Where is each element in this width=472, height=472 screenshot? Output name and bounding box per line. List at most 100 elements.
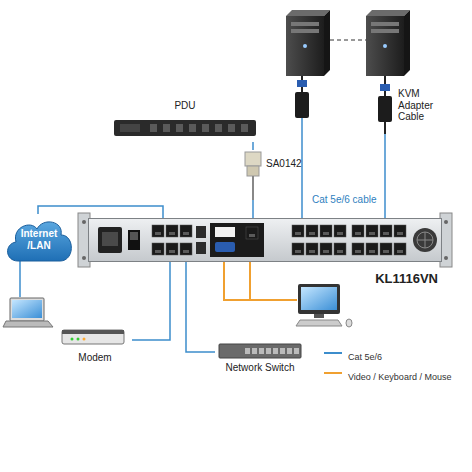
- rack-art-part: [183, 232, 189, 235]
- console-monitor-part: [298, 284, 340, 314]
- computer-tower-part: [366, 10, 410, 16]
- rack-art-part: [366, 243, 378, 255]
- switch-art-part: [259, 348, 264, 354]
- pdu-art-part: [189, 124, 196, 132]
- laptop-icon-part: [10, 298, 44, 321]
- adapter-art-part: [252, 176, 254, 200]
- rack-ear-part: [444, 256, 448, 260]
- console-monitor-part: [314, 314, 324, 318]
- dashed-link: [330, 40, 366, 41]
- rack-art-part: [166, 225, 178, 237]
- legend-line: [324, 352, 342, 354]
- rack-art-part: [366, 225, 378, 237]
- rack-art-part: [155, 250, 161, 253]
- rack-art-part: [334, 243, 346, 255]
- kvm-art-part: [380, 84, 390, 91]
- rack-art-part: [183, 250, 189, 253]
- switch-art-part: [245, 348, 250, 354]
- pdu-art-part: [114, 120, 256, 136]
- laptop-icon-part: [12, 300, 42, 318]
- rack-art-part: [292, 225, 304, 237]
- rack-art-part: [383, 232, 389, 235]
- modem-art-part: [77, 338, 80, 341]
- computer-tower: [286, 10, 330, 76]
- device-label: KVM Adapter Cable: [398, 88, 444, 123]
- cloud-art-part: [8, 222, 72, 261]
- rack-art-part: [155, 232, 161, 235]
- computer-tower: [366, 10, 410, 76]
- console-wires-part: [249, 262, 251, 300]
- cat-cable: [132, 262, 170, 340]
- pdu-art-part: [176, 124, 183, 132]
- kvm-adapter-illustration-part: [297, 80, 307, 87]
- modem-art-part: [62, 330, 124, 334]
- console-wires-part: [224, 262, 297, 300]
- rack-art-part: [89, 219, 442, 262]
- legend-text: Video / Keyboard / Mouse: [348, 372, 451, 382]
- pdu-art-part: [150, 124, 157, 132]
- rack-art-part: [196, 242, 206, 254]
- pdu-art-part: [241, 124, 248, 132]
- pdu-art-part: [215, 124, 222, 132]
- computer-tower-part: [371, 22, 399, 26]
- rack-art-part: [210, 223, 264, 257]
- switch-art-part: [280, 348, 285, 354]
- cat-cable: [252, 142, 254, 150]
- rack-art-part: [246, 227, 258, 239]
- rack-art-part: [323, 232, 329, 235]
- rack-art-part: [196, 226, 206, 238]
- pdu-art-part: [120, 124, 140, 132]
- rack-art-part: [394, 225, 406, 237]
- rack-art-part: [352, 243, 364, 255]
- modem-art-part: [83, 338, 86, 341]
- rack-art-part: [292, 243, 304, 255]
- rack-art-part: [355, 232, 361, 235]
- rack-art-part: [417, 232, 433, 248]
- rack-art-part: [369, 250, 375, 253]
- device-label: SA0142: [266, 158, 312, 170]
- legend-text: Cat 5e/6: [348, 352, 382, 362]
- console-monitor: [296, 284, 352, 327]
- cat-cable: [252, 200, 254, 218]
- rack-art-part: [334, 225, 346, 237]
- laptop-icon-part: [3, 321, 53, 327]
- rack-art-part: [309, 232, 315, 235]
- adapter-art-part: [245, 152, 261, 166]
- pdu-device: PDU: [110, 100, 260, 142]
- kvm-art-part: [384, 122, 386, 134]
- rack-art-part: [169, 232, 175, 235]
- rack-art-part: [152, 225, 164, 237]
- computer-tower-part: [371, 29, 399, 33]
- lan-wire: [19, 261, 21, 297]
- modem-art-part: [62, 330, 124, 344]
- switch-art-part: [266, 348, 271, 354]
- rack-ear: [78, 213, 452, 267]
- computer-tower-part: [286, 10, 330, 16]
- modem-device: Modem: [58, 322, 132, 378]
- computer-tower-part: [291, 29, 319, 33]
- rack-art-part: [337, 250, 343, 253]
- console-adapter: SA0142: [240, 150, 314, 200]
- device-label: PDU: [110, 100, 260, 112]
- legend-sample: [322, 348, 344, 358]
- rack-art-part: [152, 243, 164, 255]
- switch-art-part: [273, 348, 278, 354]
- cat-cable: [384, 134, 386, 218]
- rack-art-part: [320, 243, 332, 255]
- rack-art-part: [98, 227, 122, 253]
- kvm-switch-chassis: KL1116VN: [88, 218, 442, 262]
- network-switch-device: Network Switch: [215, 338, 305, 378]
- modem-art-part: [71, 338, 74, 341]
- rack-art-part: [323, 250, 329, 253]
- kvm-adapter: KVM Adapter Cable: [372, 84, 446, 134]
- computer-tower-part: [383, 44, 387, 48]
- device-label: Network Switch: [215, 362, 305, 374]
- rack-art-part: [417, 232, 433, 248]
- console-monitor-part: [301, 287, 337, 310]
- switch-art-part: [252, 348, 257, 354]
- console-monitor-part: [346, 319, 352, 327]
- computer-tower-part: [366, 16, 404, 76]
- legend-line: [324, 372, 342, 374]
- rack-art-part: [352, 225, 364, 237]
- rack-art-part: [380, 243, 392, 255]
